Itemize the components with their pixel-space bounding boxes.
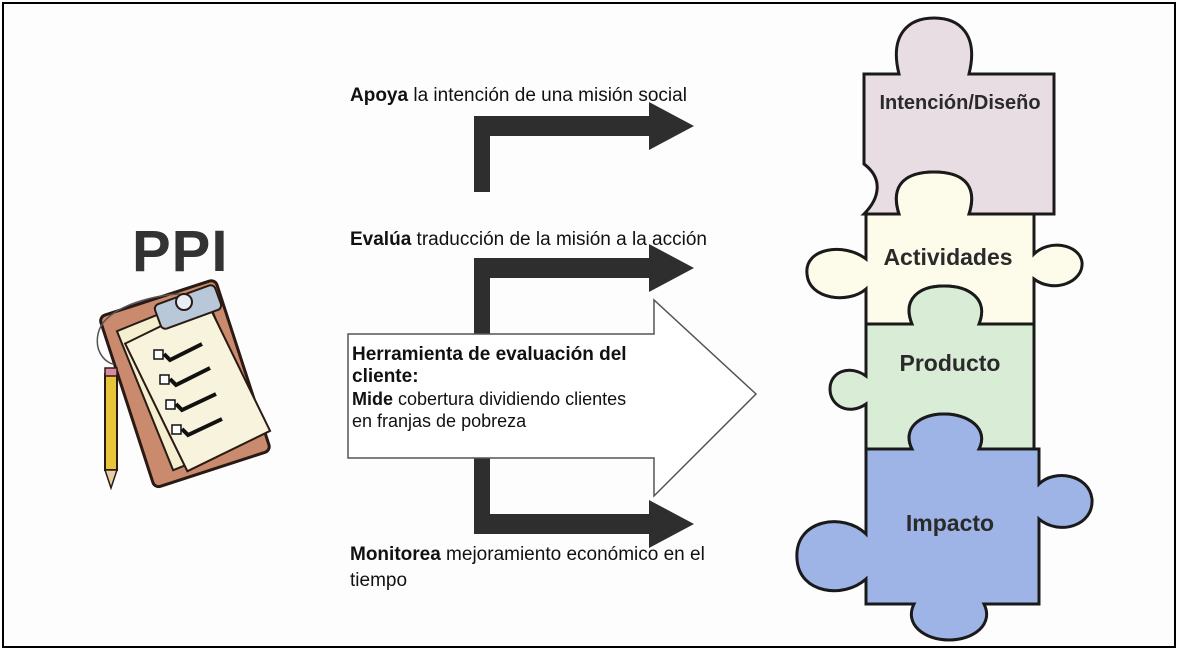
tool-measure-line1: Mide cobertura dividiendo clientes [352,388,692,410]
statement-evalua: Evalúa traducción de la misión a la acci… [350,228,707,252]
arrow-evalua [474,244,694,334]
tool-heading-line2: cliente: [352,366,419,387]
statement-evalua-text: traducción de la misión a la acción [411,229,707,250]
statement-monitorea: Monitorea mejoramiento económico en el ti… [350,542,705,594]
clipboard-icon [96,279,272,489]
statement-monitorea-line2: tiempo [350,570,408,591]
tool-measure-line2: en franjas de pobreza [352,411,527,431]
statement-monitorea-text: mejoramiento económico en el [440,544,705,565]
arrow-monitorea [474,458,694,548]
piece-label-impacto: Impacto [905,510,995,536]
statement-evalua-bold: Evalúa [350,229,412,250]
arrow-apoya [474,102,694,192]
piece-label-intencion: Intención/Diseño [879,92,1041,114]
diagram-graphics [96,16,1094,642]
big-arrow-outline [347,298,758,498]
piece-label-actividades: Actividades [883,244,1013,270]
arrows [474,102,694,548]
statement-monitorea-bold: Monitorea [350,544,441,565]
statement-apoya: Apoya la intención de una misión social [350,84,687,108]
statement-apoya-bold: Apoya [350,85,409,106]
pencil-icon [103,367,119,491]
tool-measure-text: cobertura dividiendo clientes [393,389,627,409]
ppi-title: PPI [132,219,229,284]
tool-measure-bold: Mide [352,389,394,409]
statement-apoya-text: la intención de una misión social [408,85,687,106]
piece-label-producto: Producto [899,350,1001,376]
puzzle-stack [795,16,1094,642]
puzzle-piece-impacto [795,412,1094,642]
tool-description: Herramienta de evaluación del cliente: M… [352,344,692,432]
tool-heading-line1: Herramienta de evaluación del [352,344,627,365]
